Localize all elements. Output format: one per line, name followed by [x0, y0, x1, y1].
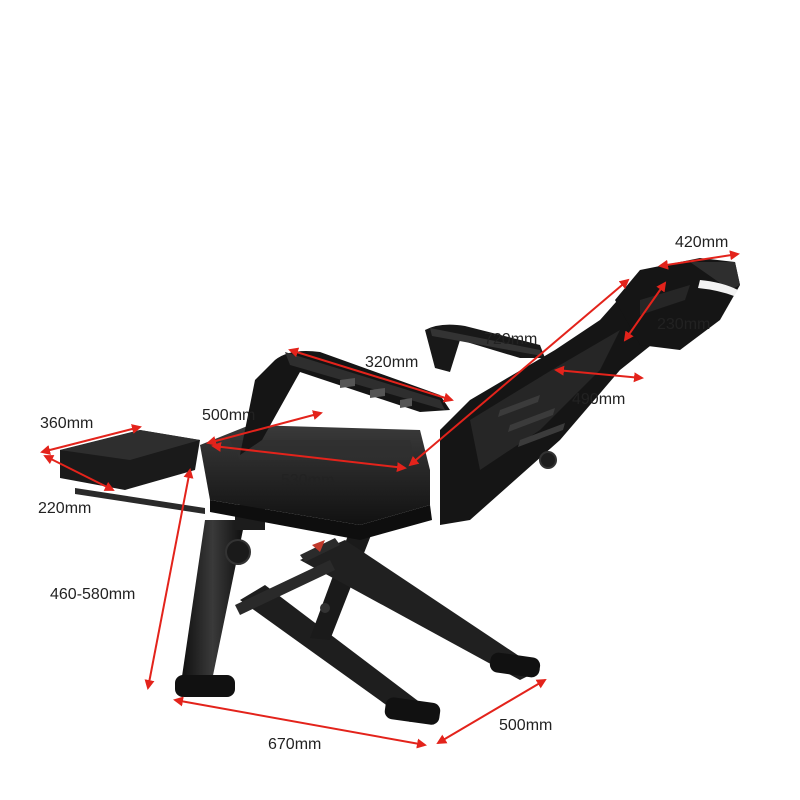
seat-width-label: 500mm	[202, 407, 255, 424]
base-width-line	[436, 678, 547, 745]
footrest-depth-line	[43, 455, 115, 491]
headrest-width-label: 420mm	[675, 234, 728, 251]
base-width-label: 500mm	[499, 717, 552, 734]
backrest-width-label: 490mm	[572, 391, 625, 408]
seat-width-line	[206, 410, 323, 446]
armrest-span-line	[288, 347, 454, 403]
seat-height-label: 460-580mm	[50, 586, 135, 603]
footrest-depth-label: 220mm	[38, 500, 91, 517]
backrest-width-line	[554, 365, 644, 383]
chair-base	[175, 505, 541, 725]
dimension-labels: 420mm 230mm 720mm 490mm 320mm 500mm 530m…	[38, 234, 728, 753]
seat-height-line	[144, 468, 194, 690]
footrest-width-line	[40, 424, 142, 455]
backrest-height-line	[408, 278, 630, 467]
seat-depth-label: 530mm	[281, 472, 334, 489]
seat-depth-line	[211, 441, 407, 473]
headrest-height-line	[623, 281, 667, 342]
backrest-height-label: 720mm	[484, 331, 537, 348]
chair-illustration	[60, 258, 740, 725]
tilt-lever	[300, 538, 340, 562]
base-length-label: 670mm	[268, 736, 321, 753]
base-length-line	[173, 696, 427, 749]
headrest-width-line	[658, 250, 740, 270]
headrest-height-label: 230mm	[657, 316, 710, 333]
footrest-width-label: 360mm	[40, 415, 93, 432]
dimension-lines	[40, 250, 740, 749]
armrest-span-label: 320mm	[365, 354, 418, 371]
